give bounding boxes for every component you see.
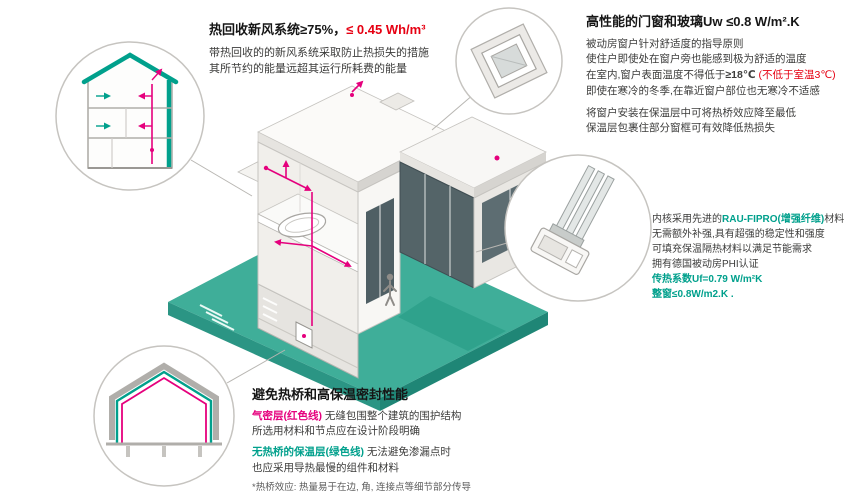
insulation-layer-label: 无热桥的保温层(绿色线) <box>252 446 364 459</box>
pink-marker-dot <box>494 155 500 161</box>
callout-window: 高性能的门窗和玻璃Uw ≤0.8 W/m².K 被动房窗户针对舒适度的指导原则 … <box>586 12 836 137</box>
window-body-line4: 即使在寒冷的冬季,在靠近窗户部位也无寒冷不适感 <box>586 84 820 97</box>
profile-line1-post: 材料 <box>824 214 845 225</box>
callout-profile: 内核采用先进的RAU-FIPRO(增强纤维)材料 无需额外补强,具有超强的稳定性… <box>652 212 844 302</box>
thermal-line1: 气密层(红色线) 无缝包围整个建筑的围护结构 <box>252 409 471 424</box>
thermal-title: 避免热桥和高保温密封性能 <box>252 387 409 402</box>
thermal-line3: 无热桥的保温层(绿色线) 无法避免渗漏点时 <box>252 445 471 460</box>
callout-thermal: 避免热桥和高保温密封性能 气密层(红色线) 无缝包围整个建筑的围护结构 所选用材… <box>252 386 471 492</box>
thermal-line1-rest: 无缝包围整个建筑的围护结构 <box>322 409 462 422</box>
callout-hrv: 热回收新风系统≥75%，≤ 0.45 Wh/m³ 带热回收的的新风系统采取防止热… <box>209 20 429 78</box>
window-body-line2: 使住户即使处在窗户旁也能感到极为舒适的温度 <box>586 53 807 66</box>
hrv-title: 热回收新风系统≥75%，≤ 0.45 Wh/m³ <box>209 20 429 40</box>
ventilation-ducts <box>263 80 364 326</box>
thermal-footnote: *热桥效应: 热量易于在边, 角, 连接点等细节部分传导 <box>252 481 472 492</box>
profile-line3: 可填充保温隔热材料以满足节能需求 <box>652 244 812 255</box>
person-figure <box>383 273 397 306</box>
callout-circle-frame-profile <box>504 154 652 302</box>
hrv-body-line2: 其所节约的能量远超其运行所耗费的能量 <box>209 63 407 75</box>
window-line3-note: (不低于室温3℃) <box>755 69 836 81</box>
profile-uw-value: 整窗≤0.8W/m2.K . <box>652 289 734 300</box>
callout-circle-envelope <box>93 345 235 487</box>
hrv-section-illustration <box>81 52 179 169</box>
bathtub <box>277 212 327 238</box>
window-body-line3: 在室内,窗户表面温度不得低于≥18℃ (不低于室温3℃) <box>586 68 836 84</box>
callout-circle-hrv <box>55 41 205 191</box>
profile-line4: 拥有德国被动房PHI认证 <box>652 259 759 270</box>
connector-lines <box>190 93 508 384</box>
profile-line1-material: RAU-FIPRO(增强纤维) <box>722 214 825 225</box>
callout-circle-glazing-corner <box>455 7 563 115</box>
hrv-body-line1: 带热回收的的新风系统采取防止热损失的措施 <box>209 46 429 59</box>
profile-line1: 内核采用先进的RAU-FIPRO(增强纤维)材料 <box>652 212 844 227</box>
glazing-corner-illustration <box>470 23 548 99</box>
basement-cutaway <box>257 283 359 379</box>
window-body-line5: 将窗户安装在保温层中可将热桥效应降至最低 <box>586 106 796 119</box>
thermal-line3-rest: 无法避免渗漏点时 <box>364 446 451 459</box>
envelope-section-illustration <box>106 362 222 457</box>
window-title: 高性能的门窗和玻璃Uw ≤0.8 W/m².K <box>586 14 800 29</box>
frame-profile-illustration <box>530 164 615 275</box>
thermal-line2: 所选用材料和节点应在设计阶段明确 <box>252 425 420 438</box>
window-body-line1: 被动房窗户针对舒适度的指导原则 <box>586 37 744 50</box>
thermal-line4: 也应采用导热最慢的组件和材料 <box>252 461 399 474</box>
house-structure <box>237 85 547 335</box>
window-line3-temp: ≥18℃ <box>725 69 756 81</box>
window-line3-pre: 在室内,窗户表面温度不得低于 <box>586 69 726 81</box>
hrv-title-value: ≤ 0.45 Wh/m³ <box>346 22 426 37</box>
profile-uf-value: 传热系数Uf=0.79 W/m²K <box>652 274 763 285</box>
profile-line1-pre: 内核采用先进的 <box>652 214 722 225</box>
hrv-title-main: 热回收新风系统≥75%， <box>209 22 347 37</box>
window-body-line6: 保温层包裹住部分窗框可有效降低热损失 <box>586 122 775 135</box>
airtight-layer-label: 气密层(红色线) <box>252 409 322 422</box>
profile-line2: 无需额外补强,具有超强的稳定性和强度 <box>652 229 825 240</box>
